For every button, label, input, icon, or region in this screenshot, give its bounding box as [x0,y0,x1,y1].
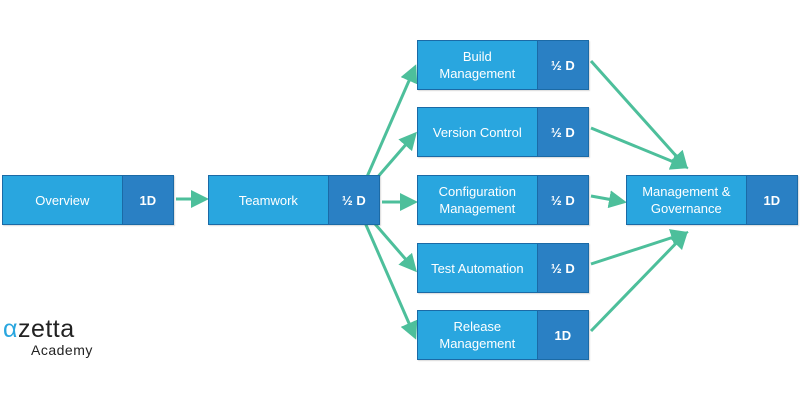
node-version-duration: ½ D [536,108,588,156]
node-version-control: Version Control ½ D [417,107,589,157]
node-test-duration: ½ D [536,244,588,292]
node-management-governance: Management & Governance 1D [626,175,798,225]
arrow-build-to-governance [589,59,689,170]
node-build-duration: ½ D [536,41,588,89]
node-release-duration: 1D [536,311,588,359]
logo-academy: Academy [31,342,93,358]
logo-alpha: α [3,315,18,343]
node-overview: Overview 1D [2,175,174,225]
arrow-version-to-governance [590,126,689,170]
node-teamwork-label: Teamwork [209,176,328,224]
node-configuration-management: Configuration Management ½ D [417,175,589,225]
azetta-academy-logo: αzetta Academy [3,316,93,358]
node-build-label: Build Management [418,41,537,89]
node-overview-label: Overview [3,176,122,224]
node-release-label: Release Management [418,311,537,359]
node-teamwork-duration: ½ D [327,176,379,224]
logo-brand-text: zetta [17,315,75,343]
node-test-label: Test Automation [418,244,537,292]
logo-brand: αzetta [3,316,93,342]
arrow-config-to-governance [590,190,627,209]
node-teamwork: Teamwork ½ D [208,175,380,225]
node-governance-label: Management & Governance [627,176,746,224]
node-config-duration: ½ D [536,176,588,224]
node-governance-duration: 1D [745,176,797,224]
node-version-label: Version Control [418,108,537,156]
node-release-management: Release Management 1D [417,310,589,360]
node-test-automation: Test Automation ½ D [417,243,589,293]
arrow-release-to-governance [589,230,689,333]
node-config-label: Configuration Management [418,176,537,224]
node-build-management: Build Management ½ D [417,40,589,90]
node-overview-duration: 1D [121,176,173,224]
